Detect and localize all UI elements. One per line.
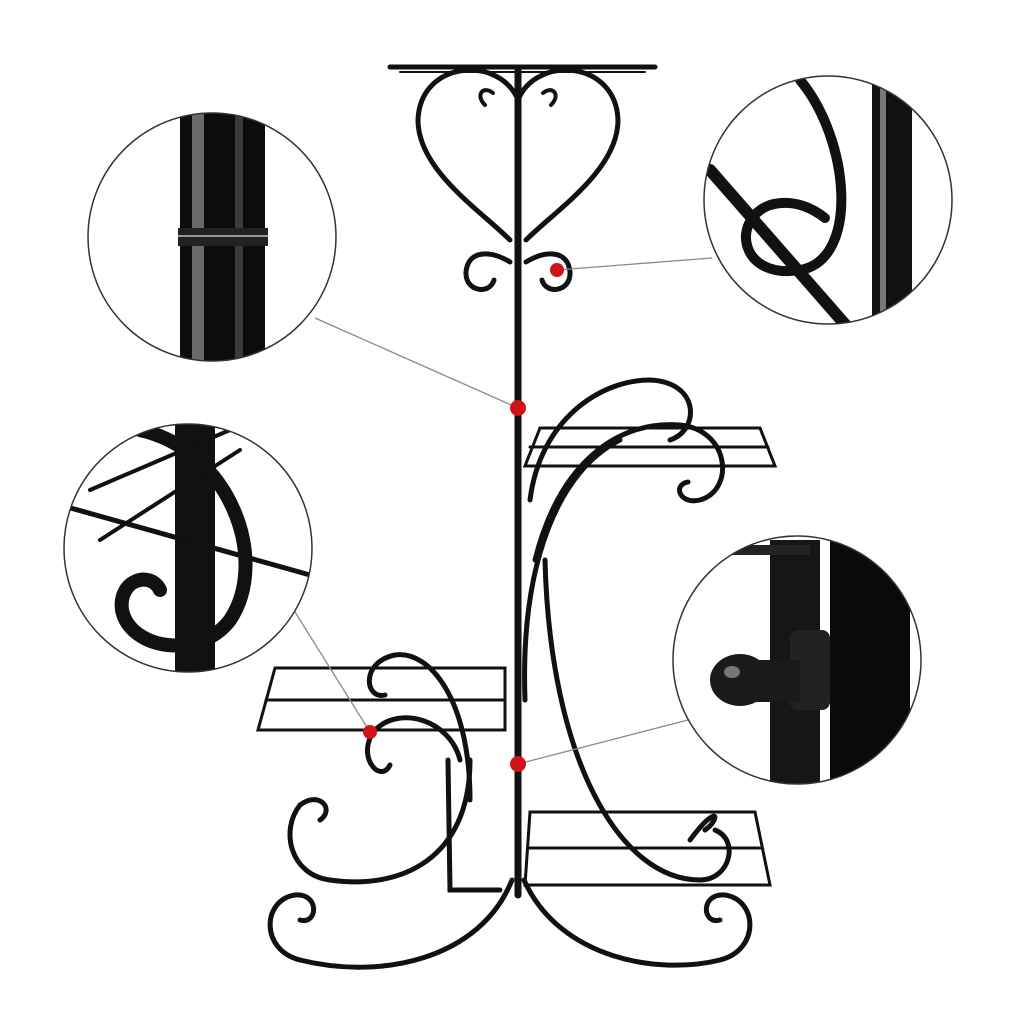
callout-scroll-joint <box>63 423 313 673</box>
detail-markers <box>363 263 564 772</box>
shelf-bottom-right <box>523 810 772 887</box>
callout-bolt <box>672 535 922 785</box>
marker-bolt <box>510 756 526 772</box>
plant-stand <box>256 64 778 970</box>
leg-scroll-right <box>521 877 753 968</box>
shelf-upper-right <box>522 426 778 468</box>
marker-hook <box>550 263 564 277</box>
marker-pole-joint <box>510 400 526 416</box>
leg-scroll-left <box>267 877 515 970</box>
marker-scroll-joint <box>363 725 377 739</box>
heart-frame <box>415 67 621 243</box>
heart-scroll <box>463 251 573 292</box>
callout-pole-joint <box>87 112 337 362</box>
shelf-left <box>256 666 507 732</box>
leader-lines <box>294 257 713 765</box>
callout-hook <box>703 75 953 325</box>
